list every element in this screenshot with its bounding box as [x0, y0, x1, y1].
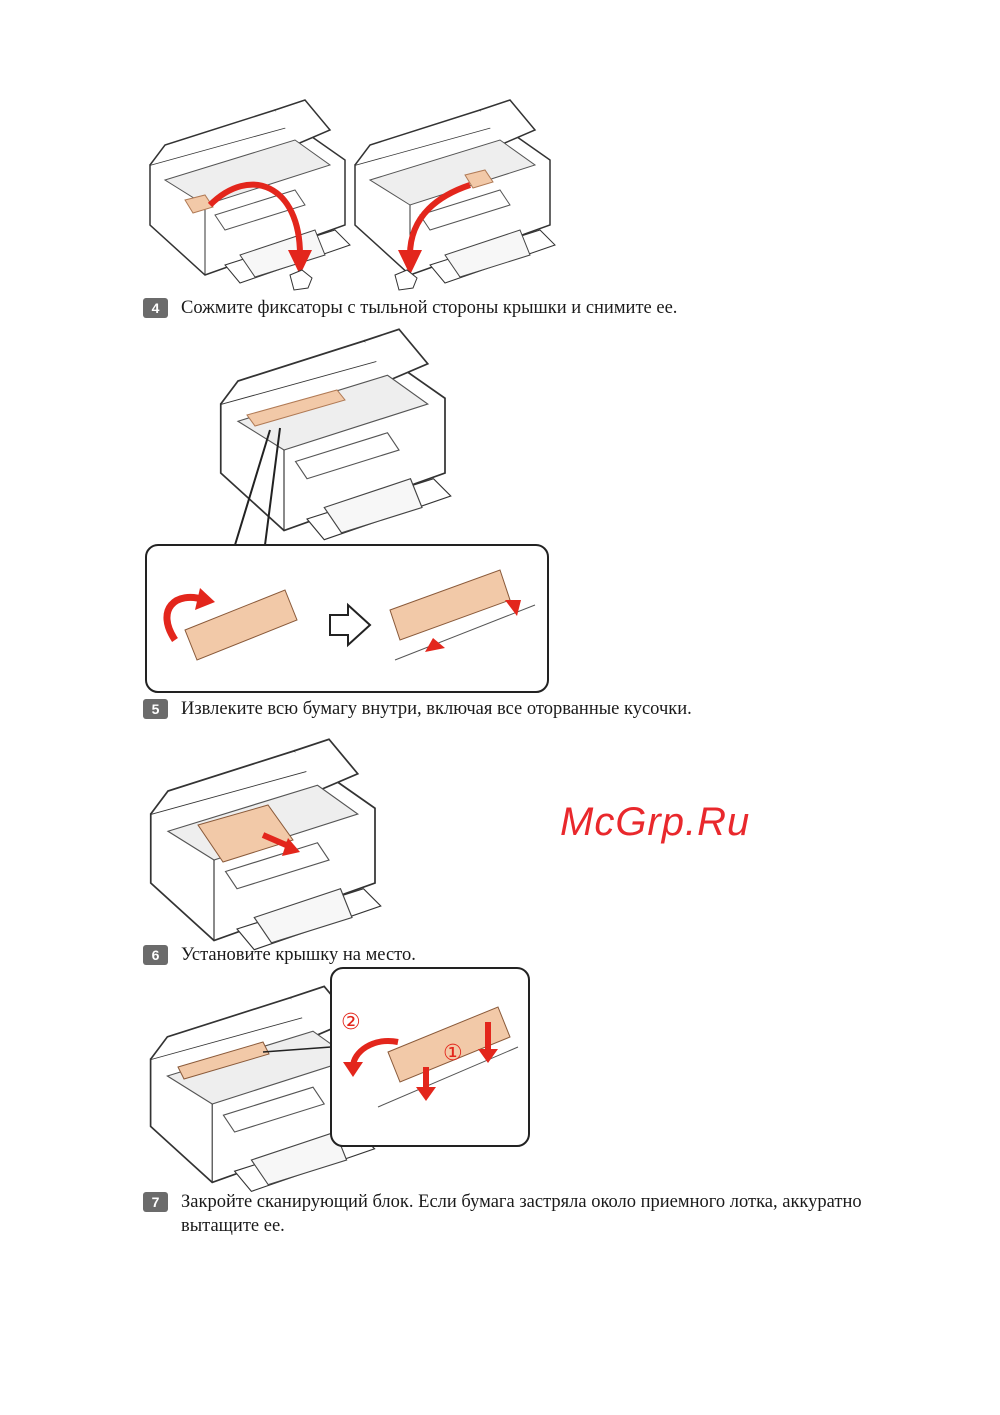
step-text: Установите крышку на место. — [181, 945, 416, 965]
step-text: Сожмите фиксаторы с тыльной стороны крыш… — [181, 298, 678, 318]
arrow-icon — [207, 181, 303, 256]
step-circle-2: ② — [341, 1010, 361, 1035]
step-6: 6 Установите крышку на место. — [143, 943, 941, 967]
step-number-badge: 7 — [143, 1192, 168, 1212]
step-text: Закройте сканирующий блок. Если бумага з… — [181, 1192, 862, 1236]
step-circle-1: ① — [443, 1041, 463, 1066]
step-5: 5 Извлеките всю бумагу внутри, включая в… — [143, 697, 941, 721]
arrow-icon — [407, 182, 471, 256]
watermark: McGrp.Ru — [560, 800, 751, 844]
step-4: 4 Сожмите фиксаторы с тыльной стороны кр… — [143, 296, 941, 320]
arrow-right-icon — [329, 602, 372, 648]
step-number-badge: 6 — [143, 945, 168, 965]
figure-remove-paper-two-views — [149, 99, 556, 291]
step-number-badge: 4 — [143, 298, 168, 318]
figure-reinstall-cover: ② ① — [149, 967, 530, 1193]
step-number-badge: 5 — [143, 699, 168, 719]
step-text: Извлеките всю бумагу внутри, включая все… — [181, 699, 692, 719]
step-7: 7 Закройте сканирующий блок. Если бумага… — [143, 1190, 941, 1238]
figure-remove-cover — [145, 328, 549, 693]
figure-remove-jammed-paper — [149, 738, 382, 951]
